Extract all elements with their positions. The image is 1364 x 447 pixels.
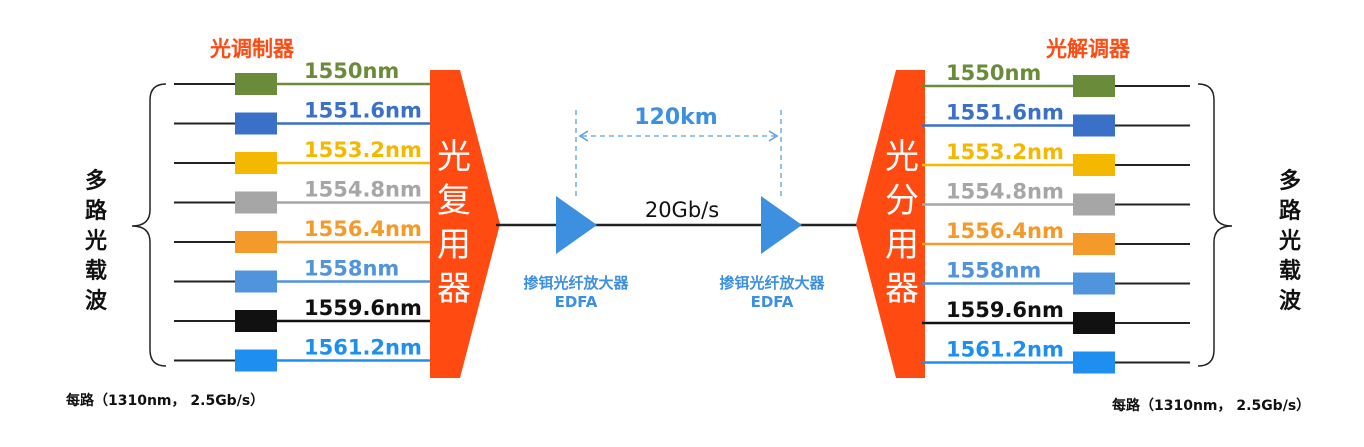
multiplexer-char: 光 bbox=[437, 137, 471, 177]
right-footer-note: 每路（1310nm， 2.5Gb/s） bbox=[1112, 397, 1310, 414]
right-channels: 1550nm 1551.6nm 1553.2nm 1554.8nm 1556.4nm 15… bbox=[922, 61, 1190, 374]
multiplexer-char: 复 bbox=[437, 181, 471, 221]
left-modulator-box bbox=[235, 231, 277, 253]
right-wavelength-label: 1558nm bbox=[946, 259, 1041, 283]
right-demodulator-box bbox=[1073, 75, 1115, 97]
edfa-1-name: 掺铒光纤放大器 bbox=[523, 274, 629, 292]
left-wavelength-label: 1554.8nm bbox=[304, 178, 422, 202]
right-wavelength-label: 1556.4nm bbox=[946, 219, 1064, 243]
edfa-2-name: 掺铒光纤放大器 bbox=[719, 274, 825, 292]
left-wavelength-label: 1556.4nm bbox=[304, 217, 422, 241]
left-wavelength-label: 1558nm bbox=[304, 257, 399, 281]
left-wavelength-label: 1561.2nm bbox=[304, 336, 422, 360]
left-brace bbox=[131, 83, 167, 367]
right-wavelength-label: 1561.2nm bbox=[946, 338, 1064, 362]
edfa-amplifier-2 bbox=[761, 196, 802, 254]
left-footer-note: 每路（1310nm， 2.5Gb/s） bbox=[66, 392, 264, 409]
left-modulator-box bbox=[235, 152, 277, 174]
right-side-char: 载 bbox=[1279, 258, 1301, 284]
distance-arrowhead-left bbox=[578, 130, 589, 142]
left-channels: 1550nm 1551.6nm 1553.2nm 1554.8nm 1556.4nm 15… bbox=[174, 59, 432, 372]
right-demodulator-box bbox=[1073, 351, 1115, 374]
demultiplexer-char: 分 bbox=[885, 181, 919, 221]
left-side-char: 载 bbox=[85, 258, 107, 284]
multiplexer-char: 器 bbox=[437, 269, 471, 309]
right-demodulator-box bbox=[1073, 272, 1115, 295]
left-side-label: 多 路 光 载 波 bbox=[84, 168, 108, 314]
right-side-char: 光 bbox=[1278, 229, 1301, 254]
left-wavelength-label: 1553.2nm bbox=[304, 138, 422, 162]
right-wavelength-label: 1554.8nm bbox=[946, 180, 1064, 204]
right-side-char: 路 bbox=[1279, 198, 1302, 224]
left-modulator-box bbox=[235, 349, 277, 372]
multiplexer-label: 光 复 用 器 bbox=[437, 137, 471, 309]
demultiplexer-char: 器 bbox=[885, 269, 919, 309]
left-modulator-box bbox=[235, 73, 277, 95]
right-wavelength-label: 1553.2nm bbox=[946, 140, 1064, 164]
right-demodulator-box bbox=[1073, 193, 1115, 216]
right-wavelength-label: 1559.6nm bbox=[946, 298, 1064, 322]
demultiplexer-char: 用 bbox=[885, 225, 919, 265]
edfa-2-abbr: EDFA bbox=[751, 293, 794, 311]
left-modulator-box bbox=[235, 112, 277, 135]
right-demodulator-box bbox=[1073, 114, 1115, 137]
right-wavelength-label: 1550nm bbox=[946, 61, 1041, 85]
left-modulator-box bbox=[235, 191, 277, 214]
demultiplexer-char: 光 bbox=[885, 137, 919, 177]
multiplexer-shape bbox=[430, 70, 500, 378]
left-modulator-box bbox=[235, 270, 277, 293]
distance-label: 120km bbox=[634, 105, 717, 130]
left-side-char: 波 bbox=[85, 289, 108, 314]
left-side-char: 多 bbox=[85, 168, 107, 194]
right-demodulator-title: 光解调器 bbox=[1045, 37, 1131, 61]
right-side-char: 多 bbox=[1279, 168, 1301, 194]
right-demodulator-box bbox=[1073, 154, 1115, 176]
right-side-char: 波 bbox=[1279, 289, 1302, 314]
edfa-amplifier-1 bbox=[556, 196, 597, 254]
right-demodulator-box bbox=[1073, 233, 1115, 255]
right-side-label: 多 路 光 载 波 bbox=[1278, 168, 1302, 314]
left-modulator-title: 光调制器 bbox=[209, 37, 295, 61]
right-demodulator-box bbox=[1073, 312, 1115, 334]
left-wavelength-label: 1550nm bbox=[304, 59, 399, 83]
left-wavelength-label: 1551.6nm bbox=[304, 99, 422, 123]
demultiplexer-shape bbox=[856, 70, 925, 378]
left-modulator-box bbox=[235, 310, 277, 332]
right-wavelength-label: 1551.6nm bbox=[946, 101, 1064, 125]
multiplexer-char: 用 bbox=[437, 225, 471, 265]
left-side-char: 路 bbox=[85, 198, 108, 224]
left-wavelength-label: 1559.6nm bbox=[304, 296, 422, 320]
right-brace bbox=[1197, 83, 1233, 367]
left-side-char: 光 bbox=[84, 229, 107, 254]
distance-arrowhead-right bbox=[768, 130, 779, 142]
demultiplexer-label: 光 分 用 器 bbox=[885, 137, 919, 309]
edfa-1-abbr: EDFA bbox=[555, 293, 598, 311]
link-rate-label: 20Gb/s bbox=[645, 198, 719, 222]
